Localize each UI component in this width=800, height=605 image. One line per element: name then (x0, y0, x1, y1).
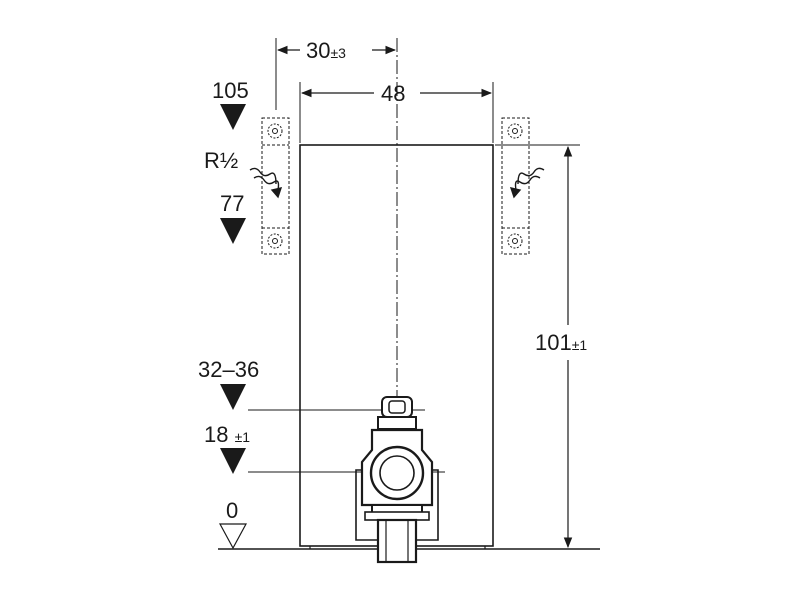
drain-center-value: 18 (204, 422, 235, 447)
marker-drain-range-triangle (220, 384, 246, 410)
marker-drain-center-triangle (220, 448, 246, 474)
frame-width-dimension (299, 82, 494, 143)
total-height-label: 101±1 (533, 330, 590, 355)
left-wall-bracket (261, 117, 290, 255)
drain-center-tolerance: ±1 (234, 429, 251, 445)
height-markers (218, 104, 248, 550)
marker-floor-label: 0 (226, 498, 239, 523)
marker-drain-range-label: 32–36 (198, 357, 260, 382)
frame-width-label: 48 (381, 83, 405, 105)
frame-width-value: 48 (381, 81, 406, 106)
left-water-inlet-arrow (249, 167, 283, 199)
marker-floor-triangle (218, 523, 248, 550)
right-water-inlet-arrow (509, 167, 545, 199)
right-wall-bracket (501, 117, 530, 255)
offset-tolerance: ±3 (330, 45, 346, 61)
marker-drain-center-label: 18 ±1 (204, 424, 250, 446)
offset-dimension-label: 30±3 (306, 40, 346, 62)
offset-value: 30 (306, 38, 331, 63)
marker-105-label: 105 (212, 78, 249, 103)
marker-77-label: 77 (220, 191, 245, 216)
total-height-value: 101 (535, 330, 572, 355)
total-height-tolerance: ±1 (571, 337, 588, 353)
marker-105-triangle (220, 104, 246, 130)
offset-dimension (275, 38, 397, 110)
drain-pipe-assembly (355, 396, 439, 564)
thread-label: R½ (204, 148, 239, 173)
marker-77-triangle (220, 218, 246, 244)
